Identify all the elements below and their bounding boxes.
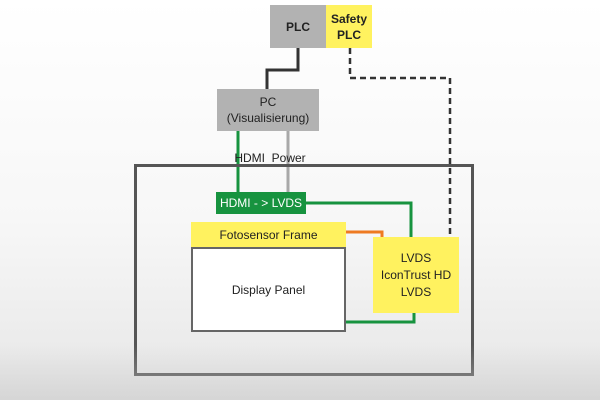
hdmi-lvds-converter-box: HDMI - > LVDS: [216, 192, 306, 214]
safety-plc-line2: PLC: [337, 27, 361, 42]
lvds-line2: IconTrust HD: [380, 267, 452, 282]
fotosensor-frame-box: Fotosensor Frame: [191, 222, 346, 247]
pc-box: PC (Visualisierung): [217, 89, 319, 131]
converter-label: HDMI - > LVDS: [219, 196, 303, 210]
plc-box: PLC: [270, 5, 326, 48]
fotosensor-label: Fotosensor Frame: [219, 227, 318, 242]
fotosensor-to-lvds-line: [346, 230, 384, 237]
lvds-line1: LVDS: [400, 250, 432, 265]
converter-to-lvds-line: [306, 201, 413, 237]
safety-to-lvds-line: [348, 48, 452, 237]
display-panel-label: Display Panel: [231, 282, 306, 297]
safety-plc-line1: Safety: [330, 11, 368, 26]
plc-to-pc-line: [265, 48, 300, 89]
lvds-icontrust-box: LVDS IconTrust HD LVDS: [373, 237, 459, 313]
device-enclosure: [134, 164, 474, 376]
pc-line1: PC: [259, 95, 277, 109]
safety-plc-box: Safety PLC: [326, 5, 372, 48]
lvds-line3: LVDS: [400, 284, 432, 299]
plc-label: PLC: [286, 19, 310, 34]
lvds-module-label: LVDS IconTrust HD LVDS: [381, 250, 451, 301]
pc-line2: (Visualisierung): [226, 111, 310, 125]
hdmi-power-label: HDMI Power: [234, 151, 306, 165]
safety-plc-label: Safety PLC: [331, 11, 367, 43]
display-panel-box: Display Panel: [191, 247, 346, 332]
pc-label: PC (Visualisierung): [227, 94, 309, 126]
lvds-to-display-line: [346, 313, 416, 324]
